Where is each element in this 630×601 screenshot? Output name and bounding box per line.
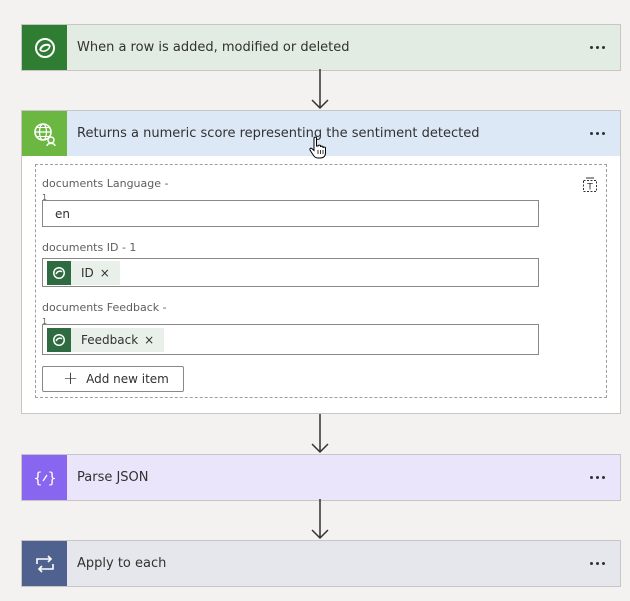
plus-icon: + — [63, 368, 79, 389]
language-field-label: documents Language - — [42, 177, 169, 190]
add-new-item-label: Add new item — [86, 372, 169, 386]
language-input[interactable]: en — [42, 200, 539, 227]
language-value: en — [55, 206, 70, 221]
parse-json-title: Parse JSON — [77, 470, 149, 485]
code-braces-icon: { } — [22, 455, 67, 500]
documents-array-editor: T documents Language - 1 en documents ID… — [35, 164, 607, 398]
feedback-field-label: documents Feedback - — [42, 301, 167, 314]
remove-token-button[interactable]: × — [144, 332, 155, 347]
sentiment-title: Returns a numeric score representing the… — [77, 126, 480, 141]
connector-arrow — [311, 69, 329, 110]
sentiment-card[interactable]: Returns a numeric score representing the… — [21, 110, 621, 414]
dataverse-icon — [47, 260, 71, 285]
language-globe-icon — [22, 111, 67, 156]
parse-json-header[interactable]: { } Parse JSON — [22, 455, 620, 500]
trigger-title: When a row is added, modified or deleted — [77, 40, 350, 55]
add-new-item-button[interactable]: + Add new item — [42, 366, 184, 392]
remove-token-button[interactable]: × — [99, 265, 110, 280]
trigger-header[interactable]: When a row is added, modified or deleted — [22, 25, 620, 70]
feedback-token[interactable]: Feedback × — [47, 327, 165, 352]
dataverse-icon — [47, 327, 71, 352]
id-input[interactable]: ID × — [42, 258, 539, 287]
connector-arrow — [311, 414, 329, 454]
more-options-button[interactable] — [586, 553, 608, 573]
parse-json-card[interactable]: { } Parse JSON — [21, 454, 621, 501]
id-token-label: ID — [81, 265, 94, 280]
more-options-button[interactable] — [586, 37, 608, 57]
hand-cursor-icon — [309, 136, 326, 159]
sentiment-header[interactable]: Returns a numeric score representing the… — [22, 111, 620, 159]
apply-to-each-card[interactable]: Apply to each — [21, 540, 621, 587]
language-field-sub: 1 — [42, 193, 48, 202]
feedback-field-sub: 1 — [42, 317, 48, 326]
svg-text:T: T — [586, 183, 593, 193]
trigger-card[interactable]: When a row is added, modified or deleted — [21, 24, 621, 71]
id-field-label: documents ID - 1 — [42, 241, 137, 254]
more-options-button[interactable] — [586, 123, 608, 143]
id-token[interactable]: ID × — [47, 260, 120, 285]
feedback-token-label: Feedback — [81, 332, 139, 347]
loop-icon — [22, 541, 67, 586]
apply-to-each-title: Apply to each — [77, 556, 167, 571]
connector-arrow — [311, 499, 329, 540]
dataverse-icon — [22, 25, 67, 70]
apply-to-each-header[interactable]: Apply to each — [22, 541, 620, 586]
switch-to-text-mode-icon[interactable]: T — [582, 177, 598, 193]
more-options-button[interactable] — [586, 467, 608, 487]
feedback-input[interactable]: Feedback × — [42, 324, 539, 355]
